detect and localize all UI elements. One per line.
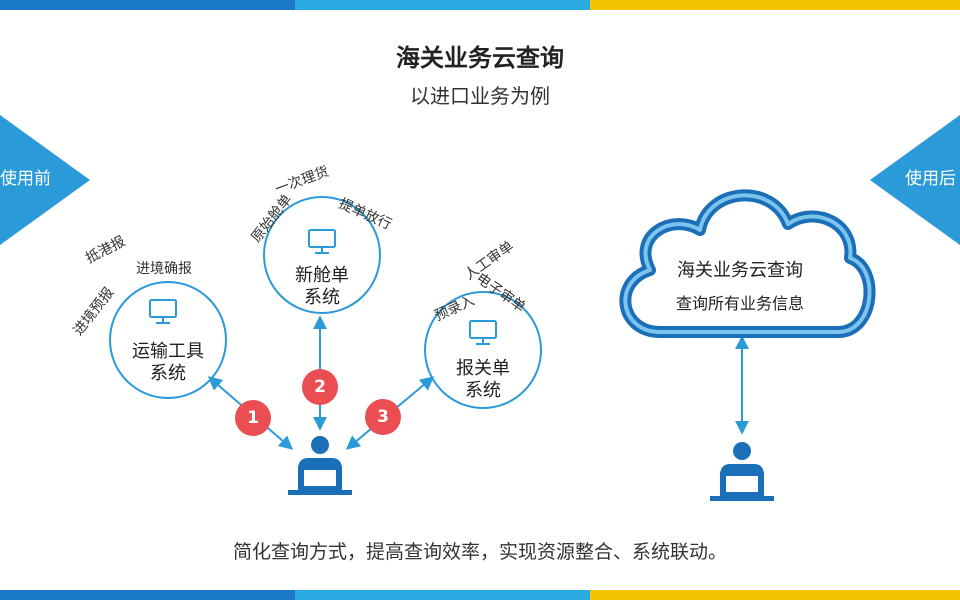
after-tab-label: 使用后 <box>905 169 956 189</box>
monitor-icon <box>149 299 177 324</box>
declaration-system-circle <box>424 291 542 409</box>
user-at-computer-icon <box>710 442 774 501</box>
before-tab-label: 使用前 <box>0 169 51 189</box>
cloud-title: 海关业务云查询 <box>677 260 803 281</box>
transport-system-circle <box>109 281 227 399</box>
bottom-color-bar <box>0 590 960 600</box>
user-at-computer-icon <box>288 436 352 495</box>
step-badge-3: 3 <box>365 399 401 435</box>
declaration-system-label: 报关单 系统 <box>456 358 510 401</box>
manifest-system-circle <box>263 196 381 314</box>
top-color-bar <box>0 0 960 10</box>
step-badge-1: 1 <box>235 400 271 436</box>
monitor-icon <box>308 229 336 254</box>
page-title: 海关业务云查询 <box>396 44 564 72</box>
monitor-icon <box>469 320 497 345</box>
annotation-label: 进境确报 <box>136 261 192 277</box>
step-badge-2: 2 <box>302 369 338 405</box>
cloud-subtitle: 查询所有业务信息 <box>675 294 804 313</box>
page-subtitle: 以进口业务为例 <box>410 84 550 108</box>
manifest-system-label: 新舱单 系统 <box>295 265 349 308</box>
footer-summary: 简化查询方式，提高查询效率，实现资源整合、系统联动。 <box>232 541 727 563</box>
transport-system-label: 运输工具 系统 <box>132 341 204 384</box>
